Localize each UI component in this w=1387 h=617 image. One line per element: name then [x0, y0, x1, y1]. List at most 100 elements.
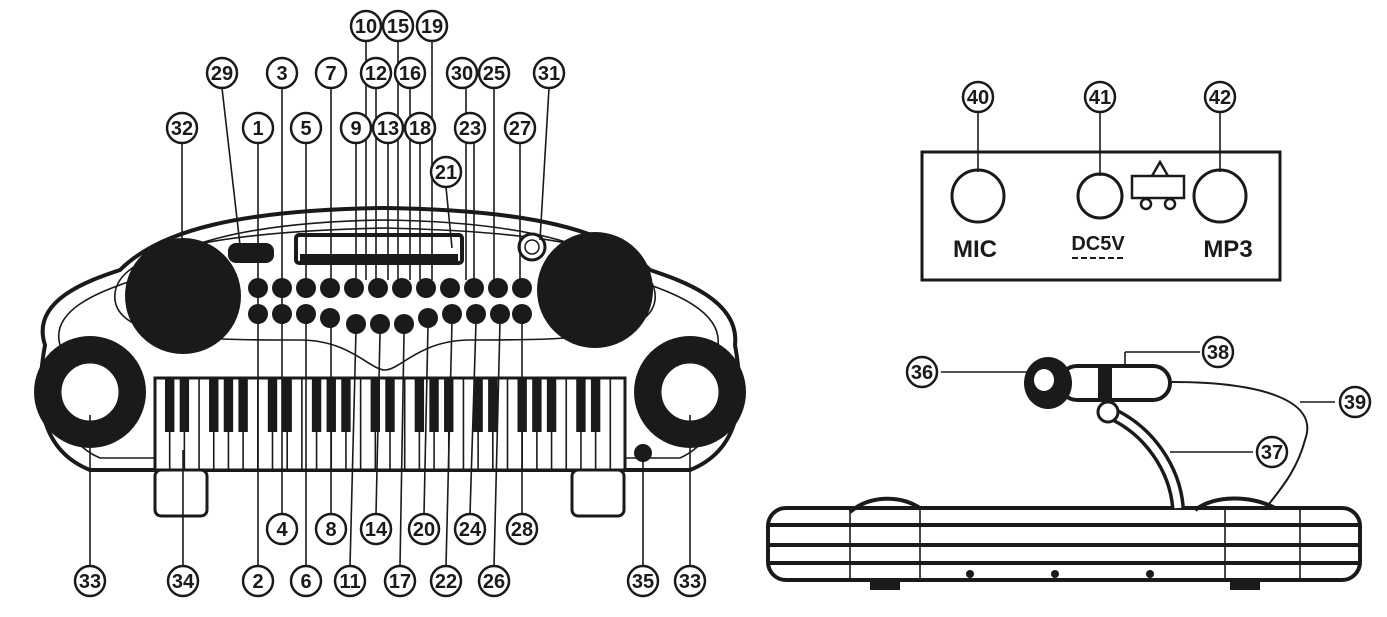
- callout-label: 26: [483, 571, 505, 593]
- callout-7: 7: [314, 56, 348, 90]
- callout-label: 42: [1209, 87, 1231, 109]
- callout-label: 14: [365, 519, 388, 541]
- callout-label: 3: [276, 63, 287, 85]
- callout-42: 42: [1203, 80, 1237, 114]
- jack-panel: MIC DC5V MP3: [920, 112, 1282, 282]
- callout-32: 32: [165, 111, 199, 145]
- dc-label: DC5V: [1071, 233, 1125, 255]
- callout-38: 38: [1201, 335, 1235, 369]
- callout-label: 27: [509, 118, 531, 140]
- callout-4: 4: [265, 512, 299, 546]
- callout-label: 31: [538, 63, 560, 85]
- callout-label: 32: [171, 118, 193, 140]
- callout-14: 14: [359, 512, 393, 546]
- callout-label: 9: [350, 118, 361, 140]
- callout-40: 40: [961, 80, 995, 114]
- callout-28: 28: [505, 512, 539, 546]
- callout-label: 24: [459, 519, 482, 541]
- function-buttons: [248, 278, 532, 334]
- callout-label: 8: [325, 519, 336, 541]
- callout-24: 24: [453, 512, 487, 546]
- callout-17: 17: [383, 564, 417, 598]
- callout-30: 30: [445, 56, 479, 90]
- callout-label: 15: [387, 16, 409, 38]
- callout-label: 37: [1261, 442, 1283, 464]
- callout-label: 20: [413, 519, 435, 541]
- callout-33: 33: [73, 564, 107, 598]
- callout-label: 29: [211, 63, 233, 85]
- callout-label: 19: [421, 16, 443, 38]
- callout-20: 20: [407, 512, 441, 546]
- callout-label: 39: [1344, 392, 1366, 414]
- callout-label: 36: [911, 362, 933, 384]
- callout-label: 10: [355, 16, 377, 38]
- piano-keys: [153, 376, 627, 472]
- callout-label: 5: [300, 118, 311, 140]
- callout-label: 38: [1207, 342, 1229, 364]
- left-speaker: [125, 238, 241, 354]
- callout-label: 33: [679, 571, 701, 593]
- callout-label: 11: [339, 571, 360, 593]
- callout-label: 23: [459, 118, 481, 140]
- callout-label: 1: [252, 118, 263, 140]
- callout-37: 37: [1255, 435, 1289, 469]
- mp3-label: MP3: [1203, 236, 1252, 263]
- callout-19: 19: [415, 9, 449, 43]
- callout-6: 6: [289, 564, 323, 598]
- callout-15: 15: [381, 9, 415, 43]
- callout-26: 26: [477, 564, 511, 598]
- callout-label: 13: [377, 118, 399, 140]
- callout-27: 27: [503, 111, 537, 145]
- callout-label: 18: [409, 118, 431, 140]
- volume-knob: [517, 232, 547, 262]
- callout-label: 28: [511, 519, 533, 541]
- callout-8: 8: [314, 512, 348, 546]
- callout-label: 30: [451, 63, 473, 85]
- callout-41: 41: [1083, 80, 1117, 114]
- microphone: [1024, 357, 1172, 424]
- callout-11: 11: [333, 564, 367, 598]
- callout-18: 18: [403, 111, 437, 145]
- callout-3: 3: [265, 56, 299, 90]
- mic-label: MIC: [953, 236, 997, 263]
- callout-33: 33: [673, 564, 707, 598]
- callout-13: 13: [371, 111, 405, 145]
- callout-label: 12: [365, 63, 387, 85]
- callout-29: 29: [205, 56, 239, 90]
- callout-label: 16: [399, 63, 421, 85]
- callout-21: 21: [429, 155, 463, 189]
- callout-2: 2: [241, 564, 275, 598]
- callout-1: 1: [241, 111, 275, 145]
- mp3-jack: [1192, 168, 1248, 224]
- power-symbol-icon: [1130, 159, 1186, 211]
- callout-35: 35: [626, 564, 660, 598]
- callout-36: 36: [905, 355, 939, 389]
- callout-39: 39: [1338, 385, 1372, 419]
- callout-label: 35: [632, 571, 654, 593]
- keyboard-side-view: [766, 351, 1362, 590]
- callout-label: 40: [967, 87, 989, 109]
- callout-25: 25: [477, 56, 511, 90]
- callout-label: 2: [252, 571, 263, 593]
- callout-10: 10: [349, 9, 383, 43]
- callout-9: 9: [339, 111, 373, 145]
- callout-34: 34: [166, 564, 200, 598]
- callout-label: 6: [300, 571, 311, 593]
- callout-label: 25: [483, 63, 505, 85]
- callout-label: 7: [325, 63, 336, 85]
- mic-jack: [950, 168, 1006, 224]
- callout-23: 23: [453, 111, 487, 145]
- right-speaker: [537, 232, 653, 348]
- callout-label: 34: [172, 571, 195, 593]
- callout-22: 22: [429, 564, 463, 598]
- keyboard-front-view: [34, 205, 746, 518]
- dc-jack: [1076, 172, 1124, 220]
- callout-12: 12: [359, 56, 393, 90]
- callout-label: 41: [1089, 87, 1111, 109]
- callout-label: 21: [435, 162, 457, 184]
- callout-label: 22: [435, 571, 457, 593]
- callout-label: 33: [79, 571, 101, 593]
- callout-16: 16: [393, 56, 427, 90]
